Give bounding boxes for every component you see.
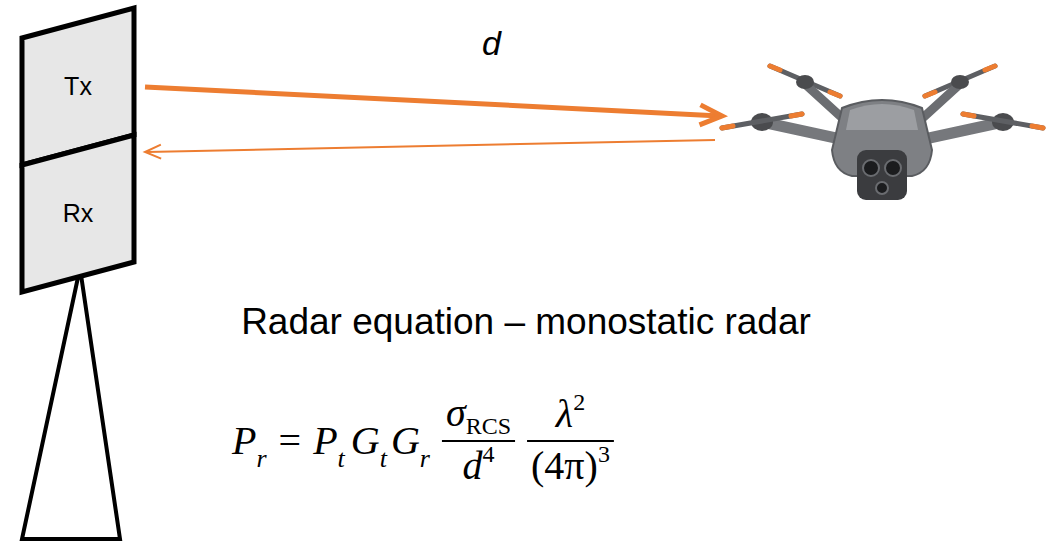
propeller xyxy=(963,114,1043,128)
echo-arrow xyxy=(145,140,715,159)
formula-subscript: r xyxy=(256,446,266,472)
formula-symbol: (4π) xyxy=(531,446,598,486)
formula-subscript: t xyxy=(380,446,387,472)
propeller xyxy=(925,66,995,96)
echo-line xyxy=(147,140,715,152)
arrow-head xyxy=(700,105,723,125)
gimbal-camera xyxy=(857,150,907,200)
camera-lens xyxy=(876,182,888,194)
panel-section xyxy=(22,135,134,292)
camera-lens xyxy=(885,160,901,176)
formula-symbol: P xyxy=(232,421,256,461)
formula-symbol: σ xyxy=(446,393,466,433)
rx-antenna: Rx xyxy=(22,135,134,292)
formula-exponent: 4 xyxy=(482,442,494,466)
propeller xyxy=(770,66,840,96)
formula-symbol: λ xyxy=(556,394,573,434)
transmit-arrow xyxy=(145,87,722,125)
formula-symbol: G xyxy=(391,421,420,461)
antenna-label: Rx xyxy=(63,201,94,226)
heading: Radar equation – monostatic radar xyxy=(241,303,811,340)
formula-subscript: RCS xyxy=(466,414,511,438)
propeller xyxy=(722,114,802,128)
fraction-bar xyxy=(442,440,515,442)
drone-illustration xyxy=(722,66,1043,200)
camera-lens xyxy=(863,160,879,176)
motor xyxy=(951,75,969,89)
formula-symbol: d xyxy=(462,446,482,486)
drone-top xyxy=(846,104,918,130)
drone-arm xyxy=(920,122,1003,140)
formula-subscript: t xyxy=(338,446,345,472)
transmit-line xyxy=(145,87,720,116)
formula-exponent: 3 xyxy=(598,442,610,466)
motor xyxy=(796,75,814,89)
tripod xyxy=(22,268,120,539)
antenna-label: Tx xyxy=(64,74,92,99)
formula-exponent: 2 xyxy=(573,390,585,414)
arrow-head xyxy=(145,145,161,159)
formula-symbol: P xyxy=(313,421,337,461)
formula-symbol: G xyxy=(351,421,380,461)
formula-operator: = xyxy=(279,421,302,461)
formula-subscript: r xyxy=(420,446,430,472)
drone-arm xyxy=(762,122,845,140)
distance-label: d xyxy=(482,26,501,60)
